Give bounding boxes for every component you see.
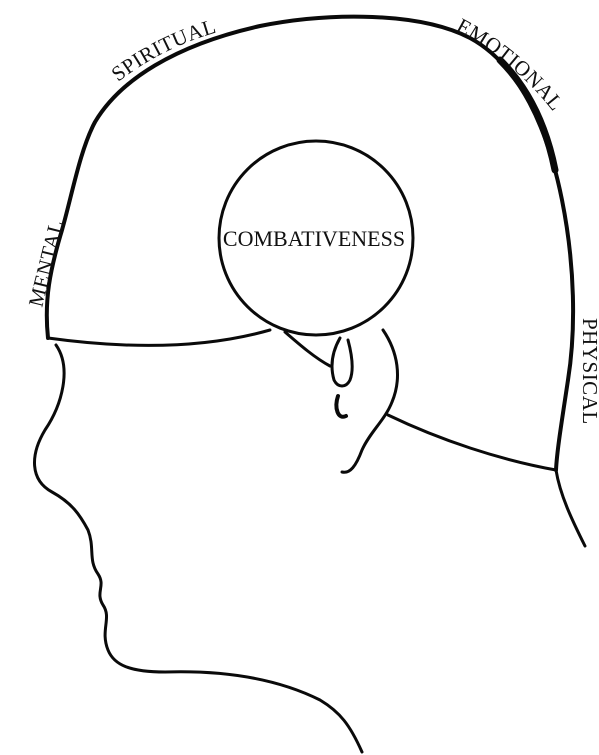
temple-line — [285, 332, 330, 366]
ear-inner — [332, 338, 352, 386]
label-mental: MENTAL — [24, 217, 69, 309]
label-combativeness: COMBATIVENESS — [223, 226, 405, 251]
neck-back-line — [556, 470, 585, 546]
headband-line — [48, 330, 270, 345]
label-physical: PHYSICAL — [578, 318, 599, 425]
jaw-line — [388, 415, 556, 470]
ear-lobe-mark — [336, 396, 346, 417]
label-emotional: EMOTIONAL — [453, 13, 569, 115]
label-spiritual: SPIRITUAL — [107, 14, 219, 86]
face-profile — [35, 345, 362, 752]
